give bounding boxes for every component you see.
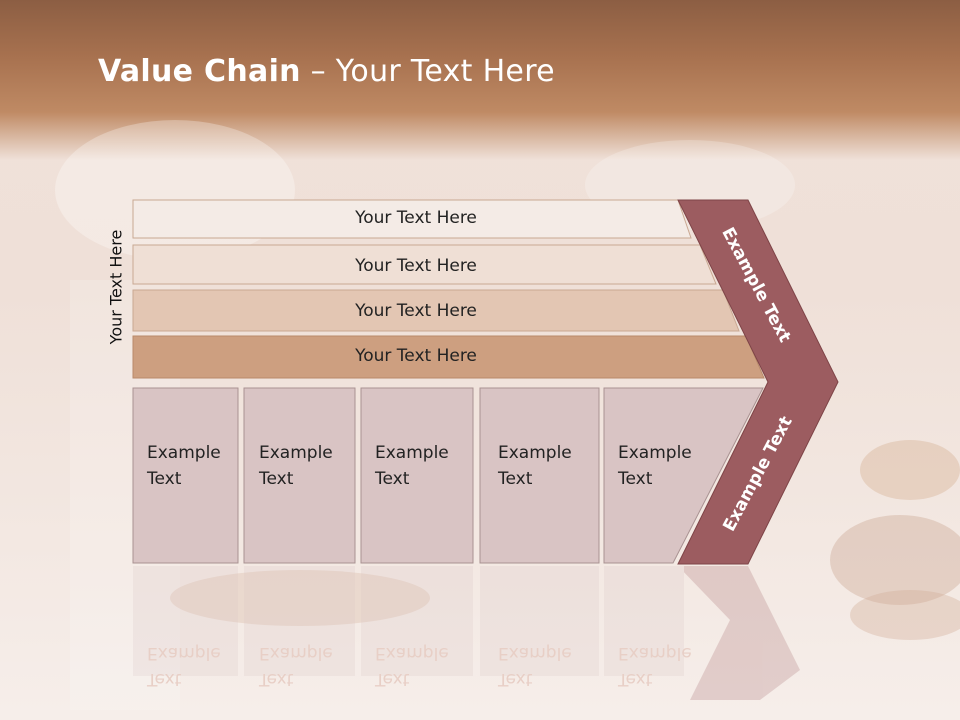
header-band: [0, 0, 960, 160]
box-3-line2: Text: [375, 469, 410, 489]
box-4-label: Example Text: [498, 440, 594, 492]
primary-box-5: [603, 387, 764, 564]
reflection-text-4: Text Example: [498, 643, 572, 689]
primary-box-1: [132, 387, 239, 564]
reflection-text-2: Text Example: [259, 643, 333, 689]
primary-box-2: [243, 387, 356, 564]
primary-box-4: [479, 387, 600, 564]
bar-4-label: Your Text Here: [355, 346, 477, 366]
box-2-line2: Text: [259, 469, 294, 489]
box-5-label: Example Text: [618, 440, 714, 492]
value-chevron: [677, 199, 839, 565]
reflection: [133, 566, 800, 700]
box-5-line1: Example: [618, 443, 692, 463]
reflection-text-3: Text Example: [375, 643, 449, 689]
primary-box-3: [360, 387, 474, 564]
box-1-label: Example Text: [147, 440, 243, 492]
box-5-line2: Text: [618, 469, 653, 489]
title-bold: Value Chain: [98, 54, 301, 89]
box-2-line1: Example: [259, 443, 333, 463]
bar-3-label: Your Text Here: [355, 301, 477, 321]
bar-1-label: Your Text Here: [355, 208, 477, 228]
box-2-label: Example Text: [259, 440, 355, 492]
box-4-line1: Example: [498, 443, 572, 463]
reflection-text-1: Text Example: [147, 643, 221, 689]
box-3-label: Example Text: [375, 440, 471, 492]
box-3-line1: Example: [375, 443, 449, 463]
box-4-line2: Text: [498, 469, 533, 489]
support-bar-2: [132, 244, 717, 285]
support-bar-1: [132, 199, 692, 239]
title-rest: – Your Text Here: [300, 54, 555, 89]
support-bar-4: [132, 335, 765, 379]
support-bar-3: [132, 289, 740, 332]
box-1-line2: Text: [147, 469, 182, 489]
bar-2-label: Your Text Here: [355, 256, 477, 276]
box-1-line1: Example: [147, 443, 221, 463]
reflection-text-5: Text Example: [618, 643, 692, 689]
slide-title: Value Chain – Your Text Here: [98, 54, 555, 89]
